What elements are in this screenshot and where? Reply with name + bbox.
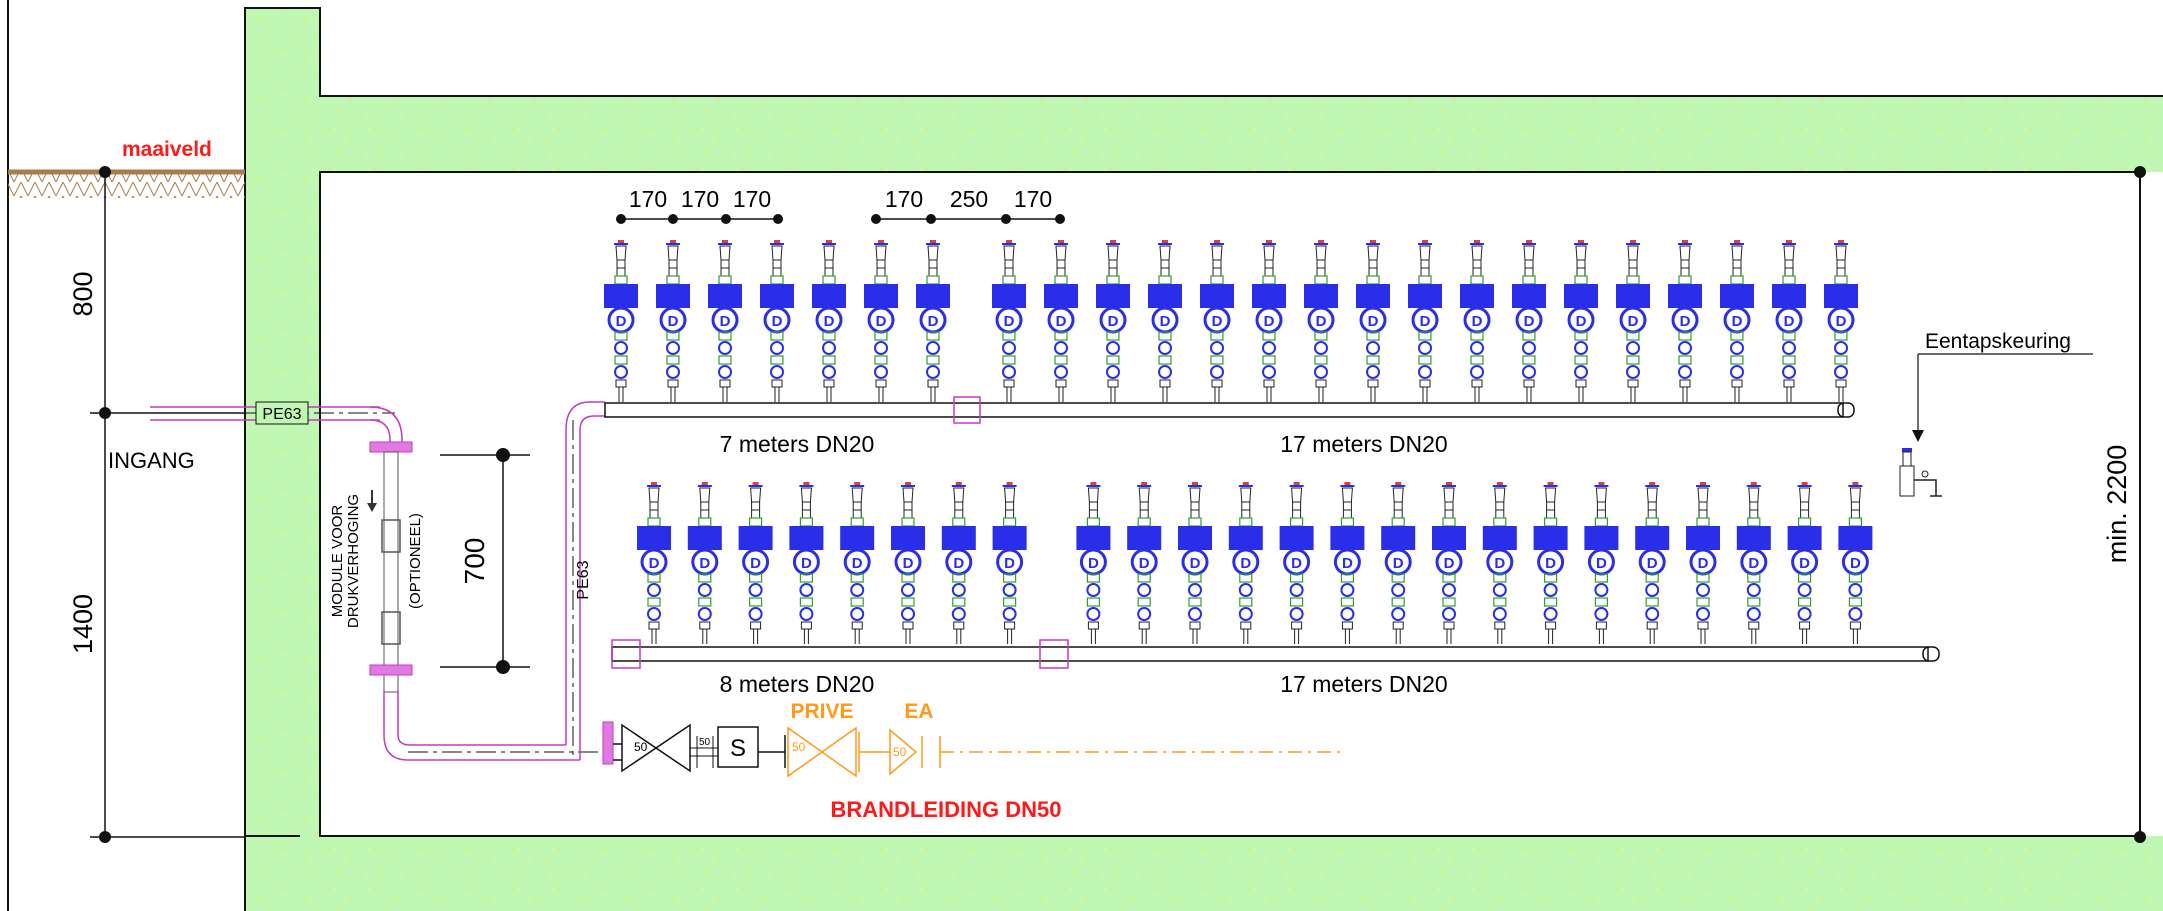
top-water-meter-8 [990, 238, 1028, 404]
bottom-water-meter-19 [1582, 480, 1620, 646]
dim-top-3: 170 [733, 186, 771, 212]
pe63-vertical-label: PE63 [575, 560, 592, 599]
bottom-water-meter-15 [1379, 480, 1417, 646]
top-water-meter-17 [1458, 238, 1496, 404]
top-water-meter-18 [1510, 238, 1548, 404]
top-water-meter-2 [654, 238, 692, 404]
top-water-meter-13 [1250, 238, 1288, 404]
top-water-meter-14 [1302, 238, 1340, 404]
module-label-2: DRUKVERHOGING [345, 494, 362, 628]
top-left-run-label: 7 meters DN20 [720, 431, 875, 457]
maaiveld-label: maaiveld [122, 138, 212, 161]
bottom-water-meter-20 [1633, 480, 1671, 646]
module-label-1: MODULE VOOR [329, 505, 346, 618]
valve-50-a: 50 [634, 740, 648, 754]
bottom-water-meter-5 [838, 480, 876, 646]
dim-top-4: 170 [885, 186, 923, 212]
top-water-meter-7 [914, 238, 952, 404]
dim-1400: 1400 [68, 594, 98, 654]
ground-hatch [8, 172, 245, 198]
bottom-water-meter-7 [940, 480, 978, 646]
module-label-3: (OPTIONEEL) [407, 513, 424, 609]
top-water-meter-12 [1198, 238, 1236, 404]
top-water-meter-1 [602, 238, 640, 404]
bottom-water-meter-2 [686, 480, 724, 646]
bottom-water-meter-16 [1430, 480, 1468, 646]
bottom-water-meter-9 [1074, 480, 1112, 646]
top-water-meter-21 [1666, 238, 1704, 404]
top-water-meter-3 [706, 238, 744, 404]
soil-bottom [320, 836, 2163, 911]
bottom-water-meter-21 [1684, 480, 1722, 646]
bottom-water-meter-17 [1481, 480, 1519, 646]
bottom-water-meter-1 [635, 480, 673, 646]
top-water-meter-6 [862, 238, 900, 404]
bottom-water-meter-10 [1125, 480, 1163, 646]
meter-row-bottom [635, 480, 1874, 646]
dim-top-5: 250 [950, 186, 988, 212]
top-water-meter-16 [1406, 238, 1444, 404]
soil-left-wall [245, 8, 320, 911]
fire-line-valves: 50 50 S 50 50 [613, 723, 1345, 778]
strainer-s-label: S [730, 735, 746, 762]
bottom-water-meter-3 [737, 480, 775, 646]
top-water-meter-22 [1718, 238, 1756, 404]
top-water-meter-4 [758, 238, 796, 404]
tap-icon [1899, 448, 1942, 497]
ea-label: EA [904, 700, 933, 723]
dim-700: 700 [459, 538, 490, 585]
bottom-right-run-label: 17 meters DN20 [1280, 671, 1447, 697]
valve-50-c: 50 [792, 740, 806, 754]
bottom-water-meter-4 [787, 480, 825, 646]
top-right-run-label: 17 meters DN20 [1280, 431, 1447, 457]
dim-top-2: 170 [681, 186, 719, 212]
top-water-meter-10 [1094, 238, 1132, 404]
dim-top-6: 170 [1014, 186, 1052, 212]
bottom-water-meter-6 [889, 480, 927, 646]
bottom-left-run-label: 8 meters DN20 [720, 671, 875, 697]
bottom-water-meter-23 [1786, 480, 1824, 646]
valve-50-b: 50 [699, 737, 711, 748]
dim-min-2200: min. 2200 [2102, 445, 2132, 564]
eentapskeuring-label: Eentapskeuring [1925, 330, 2071, 353]
top-water-meter-24 [1822, 238, 1860, 404]
valve-50-d: 50 [893, 745, 907, 759]
top-dimension-chain: 170 170 170 170 250 170 [616, 186, 1065, 224]
bottom-water-meter-13 [1278, 480, 1316, 646]
bottom-water-meter-22 [1735, 480, 1773, 646]
bottom-water-meter-18 [1532, 480, 1570, 646]
top-water-meter-20 [1614, 238, 1652, 404]
top-water-meter-23 [1770, 238, 1808, 404]
brandleiding-label: BRANDLEIDING DN50 [830, 797, 1061, 822]
prive-label: PRIVE [790, 700, 853, 723]
top-water-meter-15 [1354, 238, 1392, 404]
bottom-water-meter-8 [991, 480, 1029, 646]
top-water-meter-19 [1562, 238, 1600, 404]
top-water-meter-5 [810, 238, 848, 404]
bottom-water-meter-11 [1176, 480, 1214, 646]
bottom-water-meter-14 [1328, 480, 1366, 646]
soil-top [320, 96, 2163, 172]
pe63-horizontal-label: PE63 [262, 406, 301, 423]
manifold-bottom [611, 646, 1929, 662]
bottom-water-meter-12 [1227, 480, 1265, 646]
bottom-water-meter-24 [1836, 480, 1874, 646]
dim-top-1: 170 [629, 186, 667, 212]
dim-800: 800 [68, 271, 98, 316]
top-water-meter-11 [1146, 238, 1184, 404]
meter-row-top [602, 238, 1860, 404]
top-water-meter-9 [1042, 238, 1080, 404]
ingang-label: INGANG [108, 448, 195, 473]
manifold-top [604, 402, 1844, 418]
